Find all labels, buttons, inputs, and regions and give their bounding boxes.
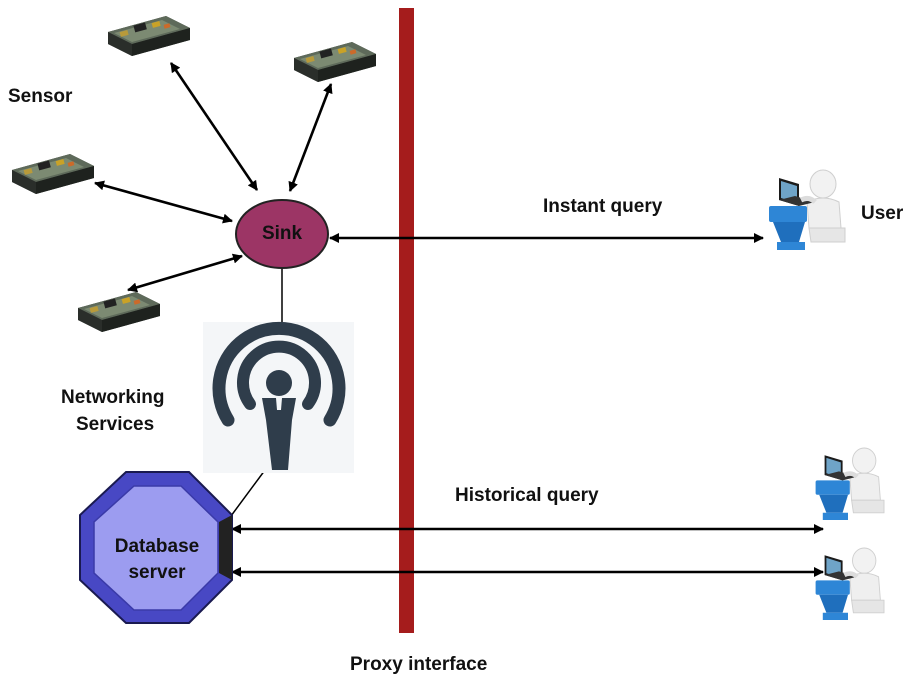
proxy-interface-label: Proxy interface xyxy=(350,654,488,675)
instant-query-label: Instant query xyxy=(543,196,663,217)
historical-query-label: Historical query xyxy=(455,485,599,506)
proxy-interface-bar xyxy=(399,8,414,633)
sensor-icon xyxy=(78,292,160,332)
networking-label-line1: Networking xyxy=(61,387,165,408)
sink-label: Sink xyxy=(261,223,303,244)
database-label-line1: Database xyxy=(114,536,200,557)
user-label: User xyxy=(861,203,904,224)
sensor-sink-link-2 xyxy=(288,83,333,192)
sensor-icon xyxy=(108,16,190,56)
networking-database-link xyxy=(227,465,269,521)
sensor-icon xyxy=(12,154,94,194)
broadcast-person-icon xyxy=(203,321,354,473)
user-at-laptop-icon xyxy=(816,548,884,620)
sensor-sink-link-4 xyxy=(127,253,243,293)
database-label-line2: server xyxy=(128,562,186,583)
user-at-laptop-icon xyxy=(816,448,884,520)
sensor-sink-link-3 xyxy=(94,180,233,224)
sensor-icon xyxy=(294,42,376,82)
sensor-label: Sensor xyxy=(8,86,73,107)
database-server-node xyxy=(79,471,233,624)
networking-label-line2: Services xyxy=(76,414,155,435)
sensor-sink-link-1 xyxy=(169,62,259,191)
user-at-laptop-icon xyxy=(769,170,845,250)
sink-node xyxy=(235,199,329,269)
